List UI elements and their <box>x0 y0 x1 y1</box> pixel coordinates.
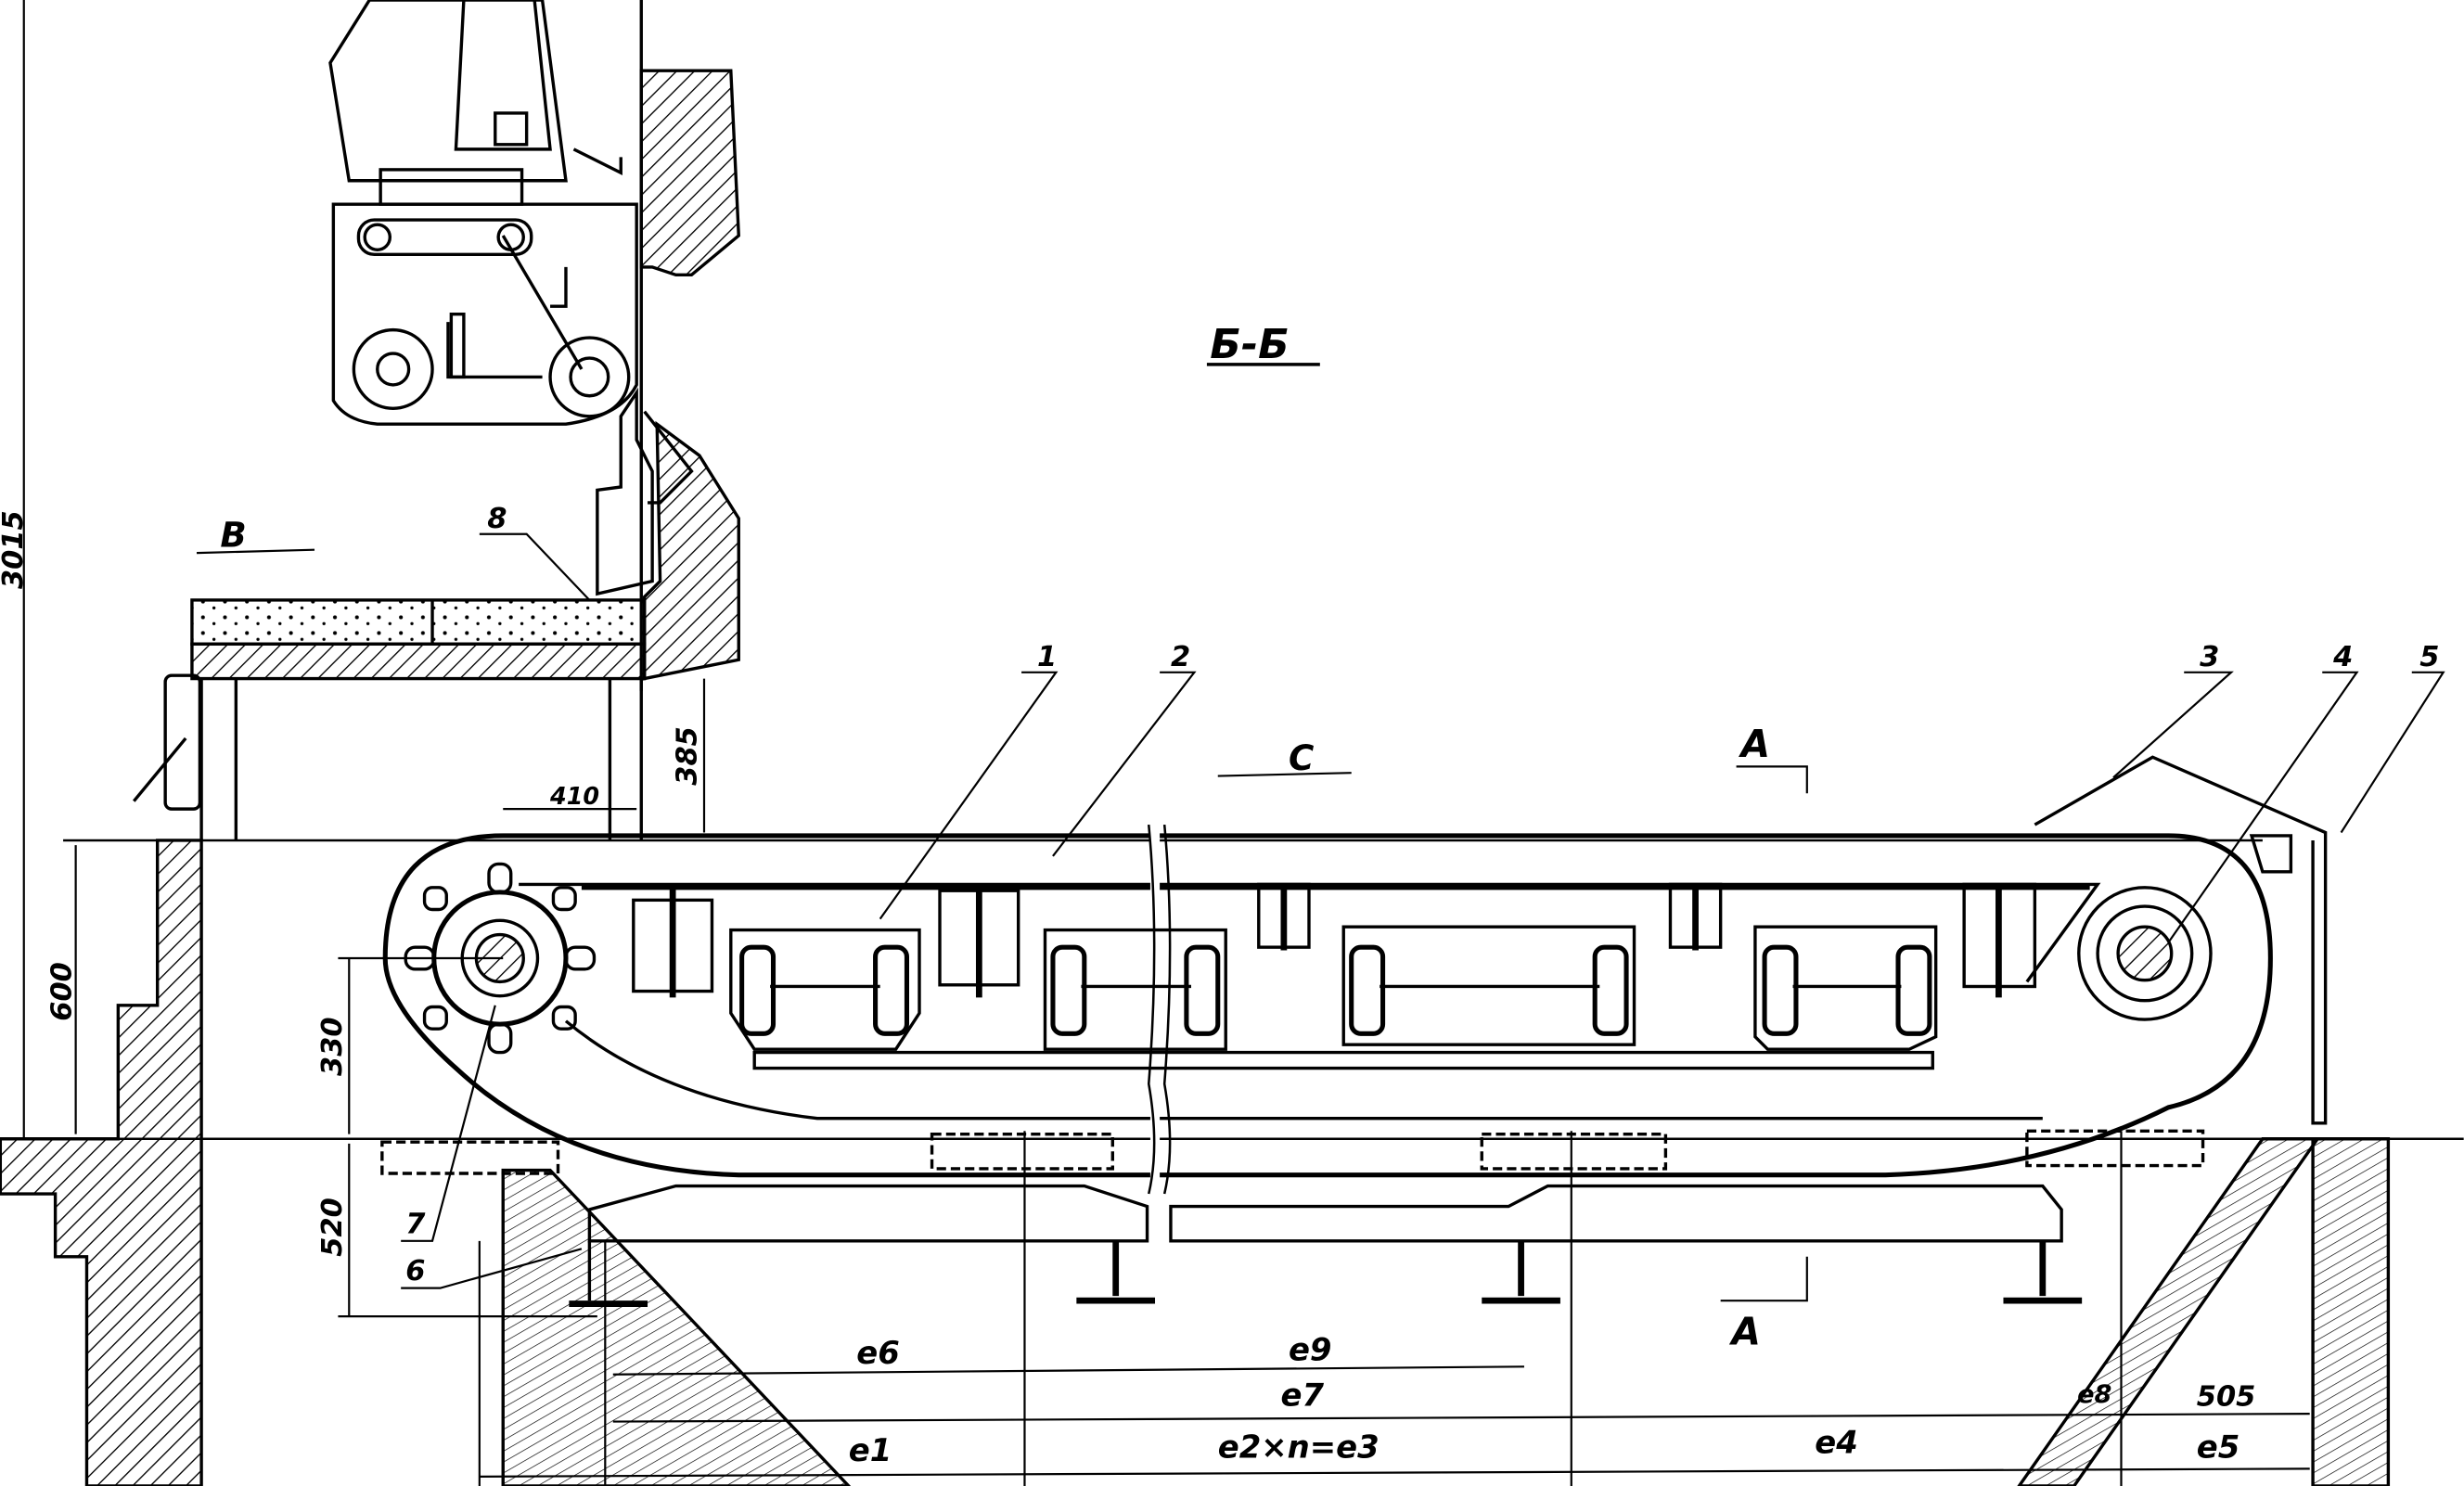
callout-3: 3 <box>2200 641 2219 673</box>
callout-5: 5 <box>2419 641 2439 673</box>
upper-wall-section-lower <box>642 420 740 681</box>
view-label-b: В <box>220 514 246 555</box>
pit-slope-right <box>2017 1137 2321 1486</box>
section-a-top: А <box>1739 722 1770 766</box>
section-a-bottom: А <box>1729 1310 1761 1354</box>
span-e2n: e2×n=e3 <box>1218 1429 1380 1466</box>
span-e4: e4 <box>1815 1424 1858 1460</box>
tail-pulley <box>2077 886 2213 1021</box>
left-wall <box>0 839 203 1486</box>
upper-wall-section <box>639 69 740 277</box>
overhead-machine <box>328 0 638 426</box>
span-e6: e6 <box>856 1335 900 1371</box>
span-e5: e5 <box>2197 1429 2240 1466</box>
dim-3015: 3015 <box>0 510 30 589</box>
callout-2: 2 <box>1171 641 1190 673</box>
dim-385: 385 <box>672 726 704 786</box>
floor-slab-concrete <box>190 598 647 647</box>
callout-4: 4 <box>2332 641 2353 673</box>
span-e8: e8 <box>2077 1380 2111 1409</box>
base-frame <box>380 1129 2205 1307</box>
dim-520: 520 <box>316 1198 349 1257</box>
dim-600: 600 <box>46 962 79 1021</box>
callout-7: 7 <box>405 1208 426 1240</box>
span-e9: e9 <box>1289 1332 1332 1368</box>
span-e7: e7 <box>1280 1377 1324 1414</box>
callout-leaders <box>401 532 2445 1289</box>
callout-6: 6 <box>405 1255 425 1287</box>
dim-330: 330 <box>316 1017 349 1076</box>
dim-505: 505 <box>2197 1381 2256 1414</box>
span-e1: e1 <box>849 1432 892 1468</box>
callout-1: 1 <box>1037 641 1057 673</box>
dimension-lines <box>22 0 2310 1486</box>
pit-wall-right <box>2311 1137 2391 1486</box>
callout-8: 8 <box>487 503 507 535</box>
view-label-c: С <box>1289 737 1314 778</box>
section-title: Б-Б <box>1210 321 1289 368</box>
floor-slab-timber <box>190 642 647 681</box>
carriages <box>729 925 1938 1070</box>
roller-supports <box>632 882 2037 998</box>
pit-wall-left <box>501 1168 852 1486</box>
dim-410: 410 <box>549 782 599 810</box>
